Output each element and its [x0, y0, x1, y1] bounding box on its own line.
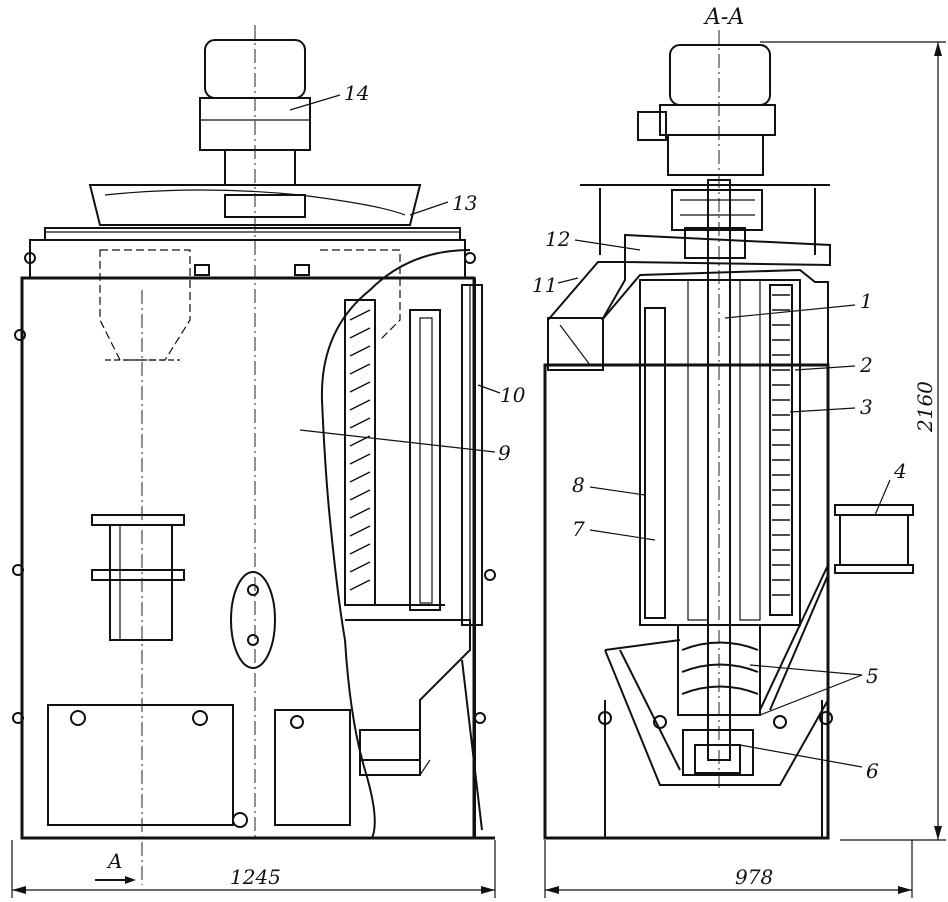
bottom-panels	[47, 704, 351, 828]
housing-front	[20, 239, 495, 840]
callout-1: 1	[860, 289, 873, 313]
front-view: A 1245	[11, 25, 496, 898]
dimension-right-width: 978	[544, 840, 913, 898]
shaft	[707, 30, 731, 790]
dimension-left-width: 1245	[11, 840, 496, 898]
top-frame-section	[580, 184, 831, 267]
motor-section	[637, 44, 776, 176]
callout-13: 13	[452, 191, 477, 215]
outlet-pipe	[834, 504, 914, 574]
inlet-pipe	[91, 514, 185, 641]
callout-8: 8	[572, 473, 585, 497]
inspection-window	[230, 571, 276, 669]
callout-11: 11	[532, 273, 557, 297]
base-section	[598, 700, 833, 838]
dimension-height: 2160	[760, 41, 946, 841]
callout-3: 3	[860, 395, 873, 419]
section-marker-label: A	[106, 849, 122, 873]
section-view: A-A	[543, 5, 946, 898]
leader-lines	[289, 94, 891, 768]
callout-10: 10	[500, 383, 526, 407]
dimension-height-value: 2160	[913, 381, 937, 433]
callout-2: 2	[859, 353, 873, 377]
callout-4: 4	[893, 459, 907, 483]
callout-5: 5	[866, 664, 879, 688]
dimension-right-width-value: 978	[735, 865, 773, 889]
cutaway-drum	[320, 249, 471, 839]
section-marker-a: A	[95, 849, 136, 884]
cyclones-front	[99, 249, 401, 361]
fittings-front	[12, 252, 496, 724]
callout-12: 12	[545, 227, 570, 251]
callout-9: 9	[498, 441, 511, 465]
callout-6: 6	[866, 759, 879, 783]
belt-guard	[44, 184, 461, 241]
hopper	[604, 564, 829, 786]
vanes	[349, 309, 371, 591]
inlet-chute	[547, 261, 626, 371]
section-label: A-A	[703, 5, 744, 30]
auger	[677, 624, 761, 716]
dimension-left-width-value: 1245	[230, 865, 281, 889]
side-door	[461, 284, 483, 831]
screen-drum	[639, 279, 801, 626]
housing-section	[543, 268, 830, 840]
callout-14: 14	[344, 81, 369, 105]
callouts: 1 2 3 4 5 6 7 8 9 10 11 12 13 14	[344, 81, 907, 783]
callout-7: 7	[572, 517, 585, 541]
